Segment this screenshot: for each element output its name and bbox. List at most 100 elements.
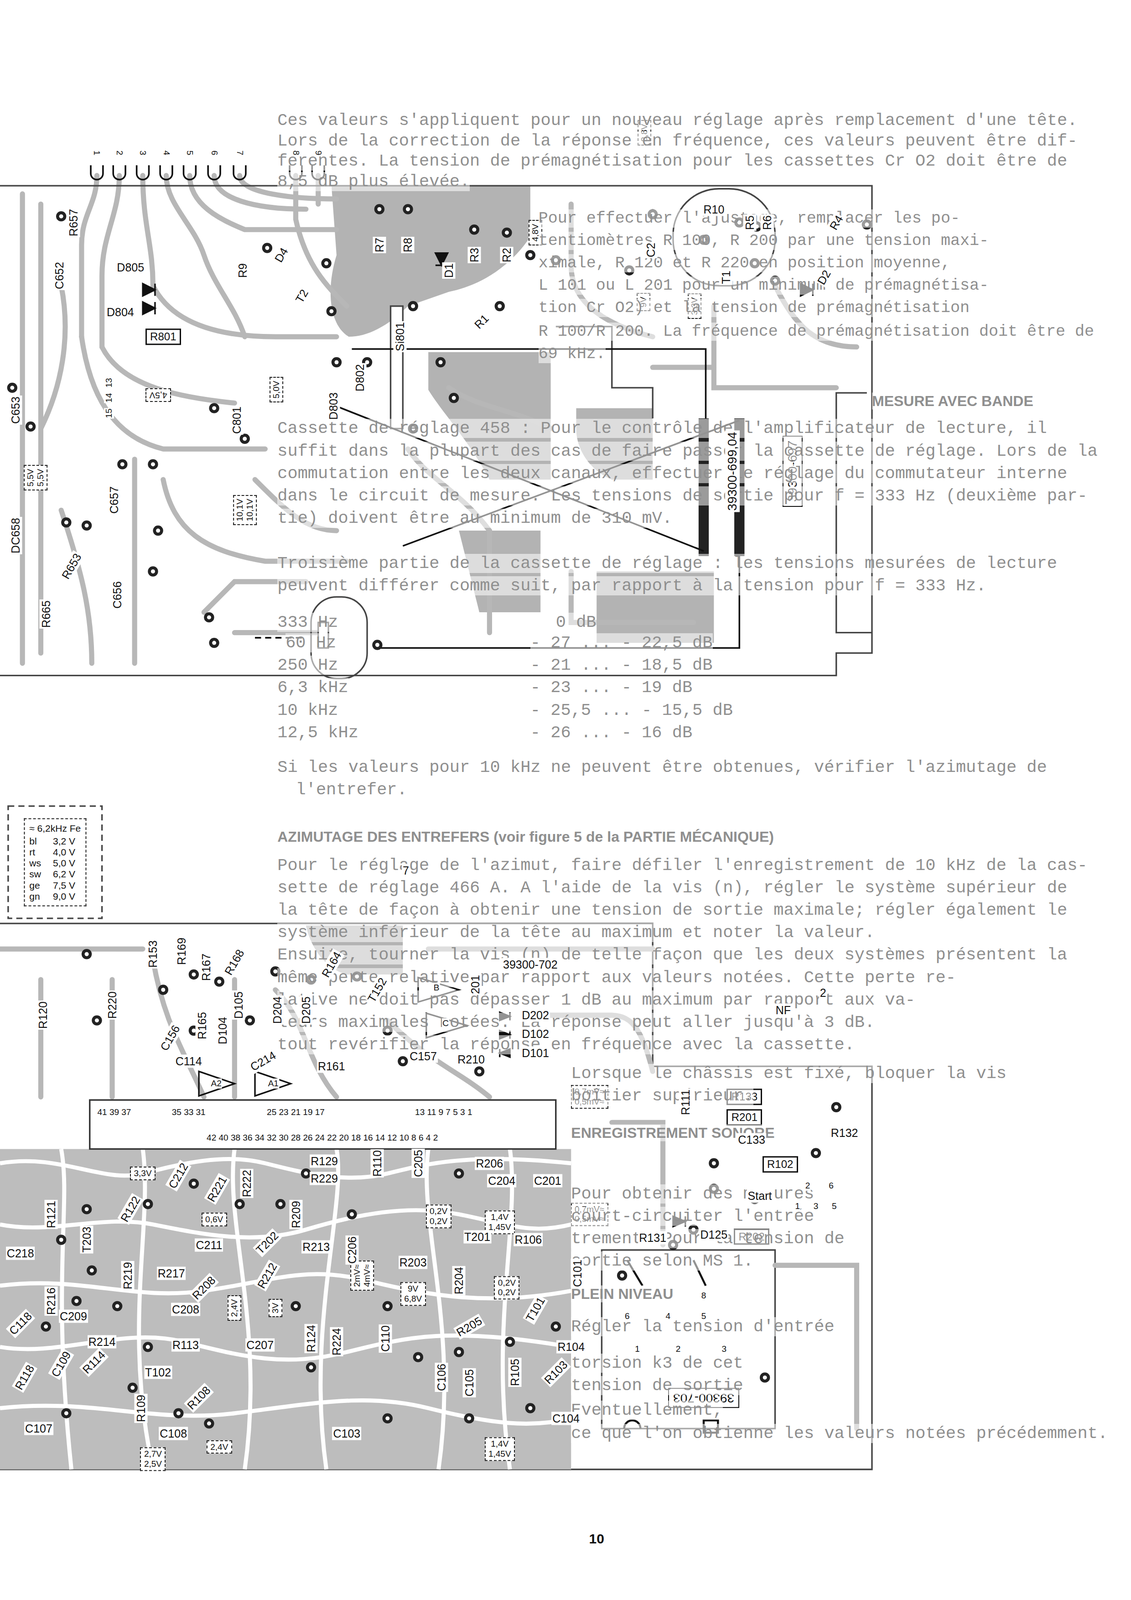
pad-hole: [528, 253, 533, 258]
solder-pad: [40, 1320, 51, 1331]
solder-pad: [374, 203, 385, 214]
solder-pad: [435, 357, 446, 368]
node-text: 9,0 V: [52, 890, 81, 902]
component-label: R124: [304, 1323, 318, 1354]
pad-ring: [117, 458, 128, 469]
pad-ring: [262, 242, 273, 253]
voltage-box: 0,2V0,2V: [493, 1275, 520, 1300]
pad-ring: [448, 392, 459, 403]
pad-hole: [528, 1405, 533, 1410]
solder-pad: [208, 402, 219, 413]
pad-hole: [309, 1364, 314, 1370]
component-label: C110: [378, 1323, 393, 1353]
pad-hole: [64, 520, 69, 525]
component-label: D105: [232, 990, 246, 1020]
component-label: C656: [110, 580, 125, 610]
solder-pad: [448, 392, 459, 403]
component-label: R222: [240, 1168, 254, 1199]
solder-pad: [382, 1300, 393, 1311]
component-label: R153: [146, 939, 160, 969]
component-label: R131: [638, 1230, 668, 1245]
pad-hole: [834, 1104, 839, 1109]
solder-pad: [306, 1361, 317, 1372]
voltage-box: 5,5V5,5V: [23, 464, 48, 491]
pad-ring: [402, 203, 413, 214]
component-label: D125: [699, 1227, 729, 1241]
component-label: R217: [156, 1266, 187, 1280]
pad-hole: [508, 1339, 513, 1344]
solder-pad: [810, 1147, 821, 1158]
pad-ring: [331, 357, 342, 368]
pad-hole: [176, 1410, 181, 1415]
component-label: R665: [39, 599, 53, 629]
pin-outline: [113, 165, 126, 180]
pad-hole: [415, 1354, 421, 1359]
node-text: 4,5V: [148, 389, 168, 400]
component-box: R102: [762, 1155, 799, 1173]
pad-ring: [112, 1300, 123, 1311]
component-label: R167: [199, 952, 213, 982]
voltage-box: 3,3V: [129, 1166, 156, 1180]
component-label: D202: [520, 1008, 550, 1022]
pad-ring: [127, 1382, 138, 1393]
pad-ring: [203, 612, 214, 623]
manual-text: commutation entre les deux canaux, effec…: [277, 463, 1068, 483]
solder-pad: [453, 1167, 464, 1178]
solder-pad: [525, 249, 536, 260]
pad-hole: [10, 385, 15, 390]
pad-hole: [207, 615, 212, 620]
node-text: 0,2V: [429, 1215, 449, 1226]
manual-text: court-circuiter l'entrée: [570, 1206, 815, 1226]
component-label: DC658: [8, 516, 22, 555]
node-text: ws: [29, 857, 47, 869]
pad-ring: [173, 1407, 184, 1418]
component-label: D204: [270, 995, 285, 1025]
component-label: R2: [500, 246, 514, 264]
pad-hole: [43, 1323, 48, 1329]
manual-text: dans le circuit de mesure. Les tensions …: [277, 486, 1088, 506]
manual-text: suffit dans la plupart des cas de faire …: [277, 441, 1098, 461]
pad-hole: [385, 1303, 390, 1308]
pad-hole: [155, 528, 161, 533]
solder-pad: [203, 1417, 214, 1428]
node-text: 2,7V: [143, 1448, 163, 1459]
pad-ring: [152, 525, 163, 536]
pad-ring: [81, 948, 92, 959]
pad-ring: [188, 969, 199, 980]
solder-pad: [61, 517, 72, 528]
pad-ring: [81, 1203, 92, 1214]
pad-hole: [120, 461, 125, 467]
manual-text: torsion k3 de cet: [570, 1353, 743, 1373]
pad-ring: [453, 1167, 464, 1178]
pad-hole: [814, 1150, 819, 1155]
pad-hole: [711, 1160, 716, 1165]
component-label: R203: [398, 1255, 428, 1269]
pad-ring: [474, 1065, 485, 1076]
solder-pad: [208, 637, 219, 648]
manual-text: férentes. La tension de prémagnétisation…: [277, 151, 1068, 171]
manual-text: 12,5 kHz: [277, 722, 359, 742]
component-label: C157: [408, 1048, 438, 1063]
node-text: 3,2 V: [52, 835, 81, 847]
pin-number: 15: [103, 407, 115, 419]
pad-ring: [61, 1407, 72, 1418]
node-text: gn: [29, 890, 47, 902]
solder-pad: [188, 969, 199, 980]
component-label: C108: [158, 1426, 188, 1440]
pin-outline: [160, 165, 173, 180]
component-label: R111: [678, 1088, 692, 1116]
solder-pad: [382, 1412, 393, 1423]
component-label: R6: [760, 214, 774, 231]
voltage-box: 10,1V10,1V: [233, 494, 257, 525]
pad-hole: [385, 1415, 390, 1420]
pad-ring: [290, 1300, 301, 1311]
pad-hole: [273, 969, 278, 974]
pad-ring: [208, 637, 219, 648]
manual-text: Pour obtenir des mesures: [570, 1183, 815, 1204]
solder-pad: [290, 1300, 301, 1311]
pin-number: 2: [114, 150, 125, 156]
pad-hole: [64, 1410, 69, 1415]
solder-pad: [463, 1412, 474, 1423]
component-label: C103: [332, 1426, 362, 1440]
